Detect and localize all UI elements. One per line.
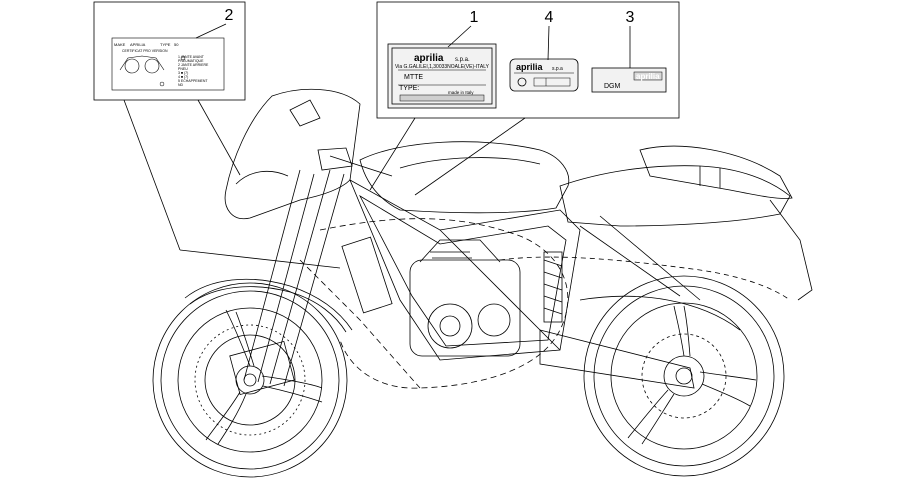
plate-4-hole	[517, 77, 527, 87]
label-2-type: TYPE	[160, 42, 171, 47]
label-2-legend-item: 4 ■ (7)	[178, 75, 188, 79]
label-2-legend: 1 JANTE AVANT PNEUMATIQUE 2 JANTE ARRIER…	[178, 55, 209, 87]
callout-3: 3	[626, 9, 635, 26]
front-wheel	[152, 282, 348, 478]
label-2-legend-item: 5 ECHAPPEMENT	[178, 79, 208, 83]
label-2-row2: CERTIFICAT PRO VERSION	[122, 49, 168, 53]
label-2-legend-item: PNEUMATIQUE	[178, 59, 204, 63]
handlebar-clamp	[317, 147, 353, 171]
rear-plate-holder	[769, 199, 813, 301]
plate-1-model: MTTE	[404, 74, 423, 81]
engine	[409, 239, 521, 357]
callout-4: 4	[545, 9, 554, 26]
lower-fairing-outline	[319, 218, 569, 389]
plate-1-origin: made in Italy	[448, 90, 474, 95]
exhaust-outline	[499, 256, 791, 301]
plate-1-brand: aprilia	[414, 53, 444, 64]
rear-wheel	[583, 275, 785, 477]
front-brake-disc	[204, 334, 296, 426]
engine-cover	[427, 303, 473, 349]
plate-1-type-label: TYPE:	[399, 85, 419, 92]
headlight-vent	[289, 99, 321, 127]
plate-1	[387, 43, 497, 109]
chain-guard	[579, 295, 741, 331]
leader-2-to-bike-b	[197, 99, 241, 176]
plate-3-brand: aprilia	[636, 72, 660, 81]
label-2-make: MAKE	[114, 42, 126, 47]
plate-4-suffix: s.p.a	[552, 66, 563, 72]
label-panel-frame	[93, 1, 246, 101]
rear-shock	[543, 251, 563, 323]
callout-1: 1	[470, 9, 479, 26]
swingarm	[539, 329, 695, 389]
label-2-legend-item: 1 JANTE AVANT	[178, 55, 205, 59]
leader-4	[547, 25, 550, 61]
plate-3	[591, 67, 667, 93]
plate-4-brand: aprilia	[516, 62, 544, 72]
label-2-legend-item: PNEU	[178, 67, 188, 71]
front-fairing	[224, 88, 361, 220]
label-2-legend-item: 3 ■ (7)	[178, 71, 188, 75]
leader-1	[447, 25, 472, 48]
frame	[349, 179, 581, 361]
tail-cowl	[639, 145, 793, 199]
label-2-make-value: APRILIA	[130, 42, 146, 47]
leader-4-to-bike	[414, 117, 526, 196]
leader-2	[195, 23, 227, 39]
seat	[559, 165, 791, 227]
leader-1-to-bike	[369, 117, 416, 191]
plate-1-bar	[399, 94, 485, 102]
callout-2: 2	[225, 7, 234, 24]
decal-panel-frame	[376, 1, 680, 119]
label-2-legend-item: 2 JANTE ARRIERE	[178, 63, 209, 67]
tyre-label-2	[111, 37, 225, 91]
front-fork	[229, 169, 345, 396]
plate-1-suffix: s.p.a.	[455, 57, 470, 63]
plate-4	[509, 58, 579, 92]
label-2-legend-item: ND	[178, 83, 184, 87]
radiator	[341, 236, 393, 314]
plate-1-address: Via G.GALILEI,1,30033NOALE(VE)-ITALY	[395, 64, 490, 70]
front-mudguard	[184, 278, 353, 331]
fuel-tank	[359, 141, 570, 214]
label-2-type-value: 50	[174, 42, 179, 47]
plate-3-code: DGM	[604, 83, 621, 90]
leader-2-to-bike-a	[123, 99, 181, 251]
